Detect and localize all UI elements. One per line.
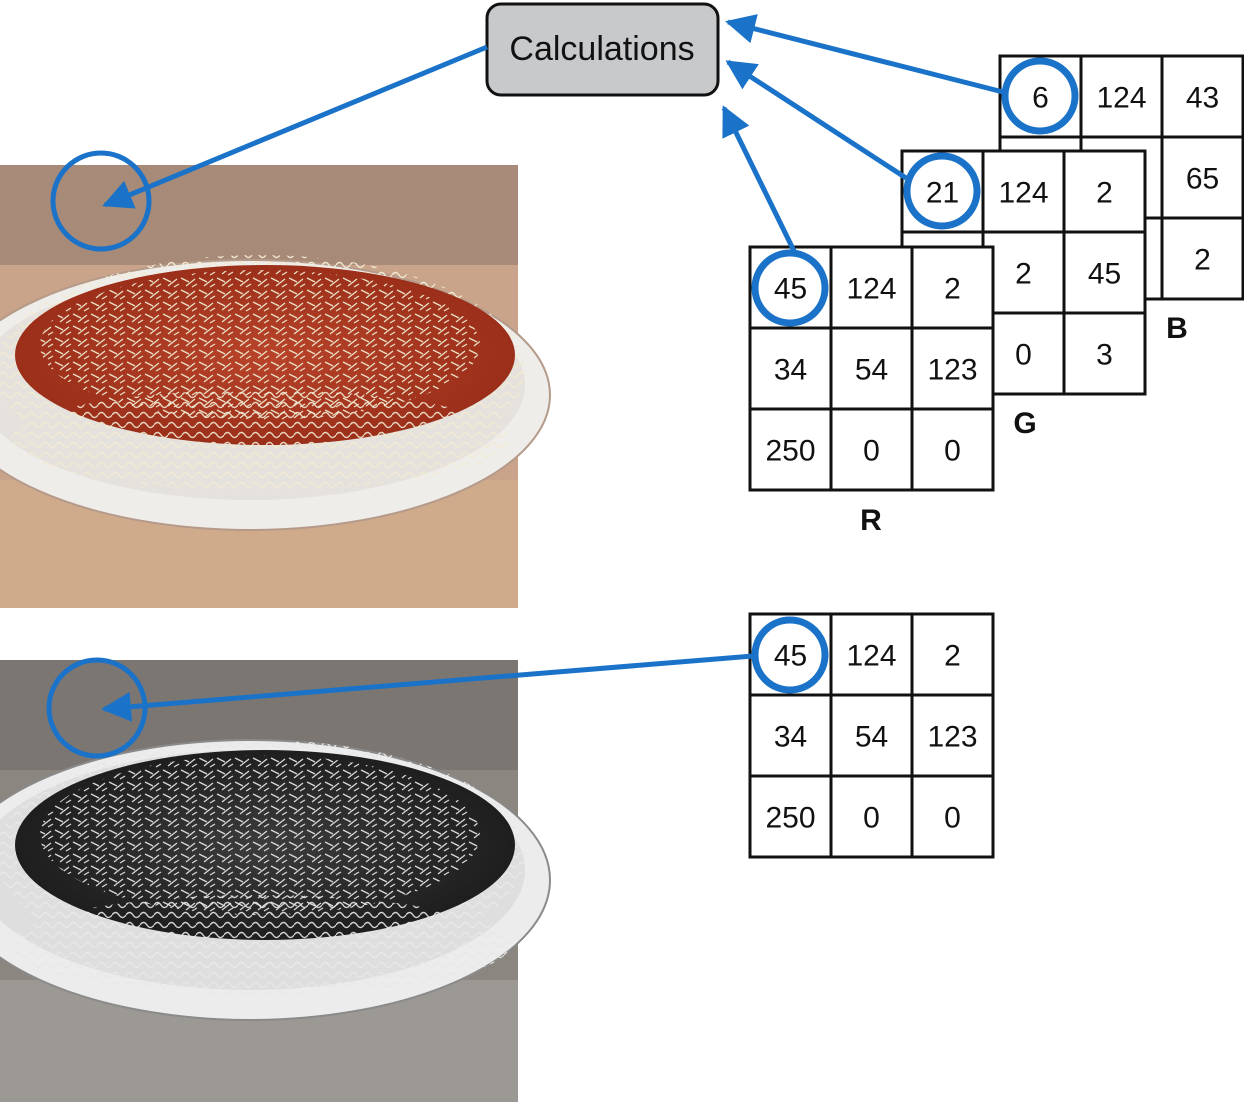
highlight-circle-r bbox=[751, 249, 829, 327]
highlight-circle-color-pixel bbox=[50, 150, 152, 252]
b-matrix-cell-value: 43 bbox=[1186, 82, 1219, 115]
r-matrix-cell-value: 123 bbox=[927, 354, 977, 387]
arrow-calculations-to-color-pixel bbox=[102, 44, 488, 209]
channel-label-r: R bbox=[860, 504, 882, 537]
grayscale-matrix: 45 124 2 34 54 123 250 0 0 bbox=[748, 612, 995, 859]
r-matrix-cell-value: 34 bbox=[774, 354, 807, 387]
gray-matrix-background bbox=[748, 612, 995, 859]
r-matrix-cell-value: 124 bbox=[846, 273, 896, 306]
r-matrix-cell-value: 250 bbox=[765, 435, 815, 468]
g-matrix-cell-value: 2 bbox=[1096, 177, 1113, 210]
color-photo bbox=[0, 165, 551, 608]
b-matrix-cell-value: 124 bbox=[1096, 82, 1146, 115]
highlight-circle-g bbox=[903, 152, 981, 230]
g-matrix-cell bbox=[1062, 311, 1147, 396]
highlight-circle-b bbox=[1001, 57, 1079, 135]
r-matrix-cell bbox=[910, 407, 995, 492]
gray-matrix-cell-value: 250 bbox=[765, 802, 815, 835]
red-channel-matrix: 45 124 2 34 54 123 250 0 0 bbox=[748, 245, 995, 492]
g-matrix-cell-value: 2 bbox=[1015, 258, 1032, 291]
gray-matrix-cell-value: 123 bbox=[927, 721, 977, 754]
arrow-b-to-calculations bbox=[725, 14, 1004, 95]
g-matrix-cell-value: 45 bbox=[1088, 258, 1121, 291]
highlight-circle-gray-matrix bbox=[751, 616, 829, 694]
b-matrix-cell-value: 6 bbox=[1032, 82, 1049, 115]
g-matrix-cell-value: 124 bbox=[998, 177, 1048, 210]
g-matrix-cell-value: 3 bbox=[1096, 339, 1113, 372]
gray-matrix-cell-value: 0 bbox=[944, 802, 961, 835]
r-matrix-cell-value: 0 bbox=[863, 435, 880, 468]
r-matrix-cell-value: 2 bbox=[944, 273, 961, 306]
b-matrix-cell-value: 65 bbox=[1186, 163, 1219, 196]
calculations-label: Calculations bbox=[509, 30, 694, 68]
r-matrix-background bbox=[748, 245, 995, 492]
grayscale-photo bbox=[0, 660, 551, 1102]
b-matrix-cell-value: 2 bbox=[1194, 244, 1211, 277]
r-matrix-cell-value: 45 bbox=[774, 273, 807, 306]
gray-matrix-cell-value: 2 bbox=[944, 640, 961, 673]
channel-label-g: G bbox=[1013, 407, 1036, 440]
gray-matrix-cell-value: 54 bbox=[855, 721, 888, 754]
channel-label-b: B bbox=[1166, 312, 1188, 345]
arrow-gray-matrix-to-gray-pixel bbox=[101, 653, 754, 722]
gray-matrix-cell-value: 0 bbox=[863, 802, 880, 835]
arrow-r-to-calculations bbox=[721, 105, 798, 255]
b-matrix-cell bbox=[1160, 216, 1244, 301]
gray-matrix-cell-value: 34 bbox=[774, 721, 807, 754]
gray-matrix-cell bbox=[910, 774, 995, 859]
gray-matrix-cell-value: 124 bbox=[846, 640, 896, 673]
gray-matrix-cell-value: 45 bbox=[774, 640, 807, 673]
g-matrix-cell-value: 21 bbox=[926, 177, 959, 210]
r-matrix-cell-value: 0 bbox=[944, 435, 961, 468]
r-matrix-cell-value: 54 bbox=[855, 354, 888, 387]
g-matrix-cell-value: 0 bbox=[1015, 339, 1032, 372]
calculations-box: Calculations bbox=[485, 2, 720, 97]
arrow-g-to-calculations bbox=[725, 59, 908, 181]
